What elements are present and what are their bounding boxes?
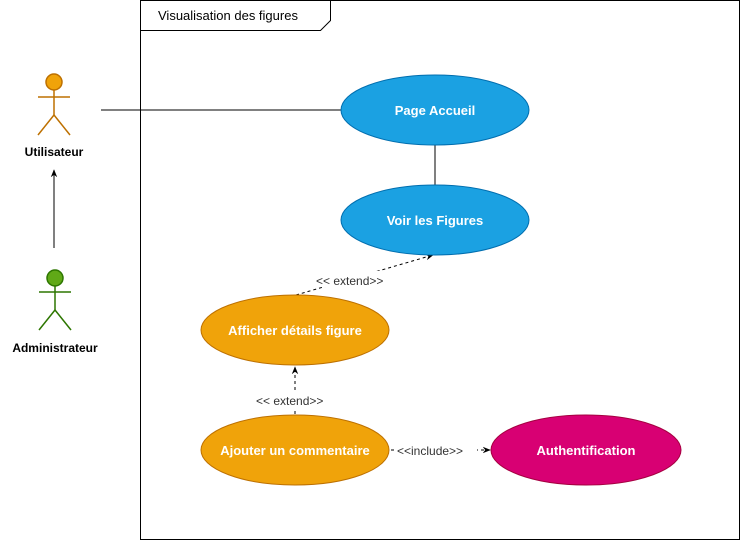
use-case-label: Ajouter un commentaire bbox=[220, 443, 370, 458]
use-case-ajouter-commentaire[interactable]: Ajouter un commentaire bbox=[200, 414, 390, 486]
use-case-label: Voir les Figures bbox=[387, 213, 484, 228]
actor-administrateur[interactable]: Administrateur bbox=[12, 269, 98, 355]
actor-figure-icon bbox=[38, 269, 72, 331]
use-case-label: Afficher détails figure bbox=[228, 323, 362, 338]
include-label: <<include>> bbox=[397, 444, 463, 458]
use-case-authentification[interactable]: Authentification bbox=[490, 414, 682, 486]
actor-label: Administrateur bbox=[12, 341, 98, 355]
extend-label-2: << extend>> bbox=[256, 394, 323, 408]
extend-label-1: << extend>> bbox=[316, 274, 383, 288]
frame-title: Visualisation des figures bbox=[158, 8, 298, 23]
extend-relation-commentaire-to-details: << extend>> bbox=[254, 366, 336, 414]
use-case-afficher-details[interactable]: Afficher détails figure bbox=[200, 294, 390, 366]
use-case-page-accueil[interactable]: Page Accueil bbox=[340, 74, 530, 146]
use-case-label: Authentification bbox=[537, 443, 636, 458]
include-relation-commentaire-to-auth: <<include>> bbox=[391, 442, 491, 458]
actor-label: Utilisateur bbox=[25, 145, 84, 159]
actor-utilisateur[interactable]: Utilisateur bbox=[25, 73, 84, 159]
actor-figure-icon bbox=[37, 73, 71, 136]
extend-relation-details-to-voir: << extend>> bbox=[295, 253, 434, 296]
use-case-label: Page Accueil bbox=[395, 103, 475, 118]
use-case-voir-figures[interactable]: Voir les Figures bbox=[340, 184, 530, 256]
